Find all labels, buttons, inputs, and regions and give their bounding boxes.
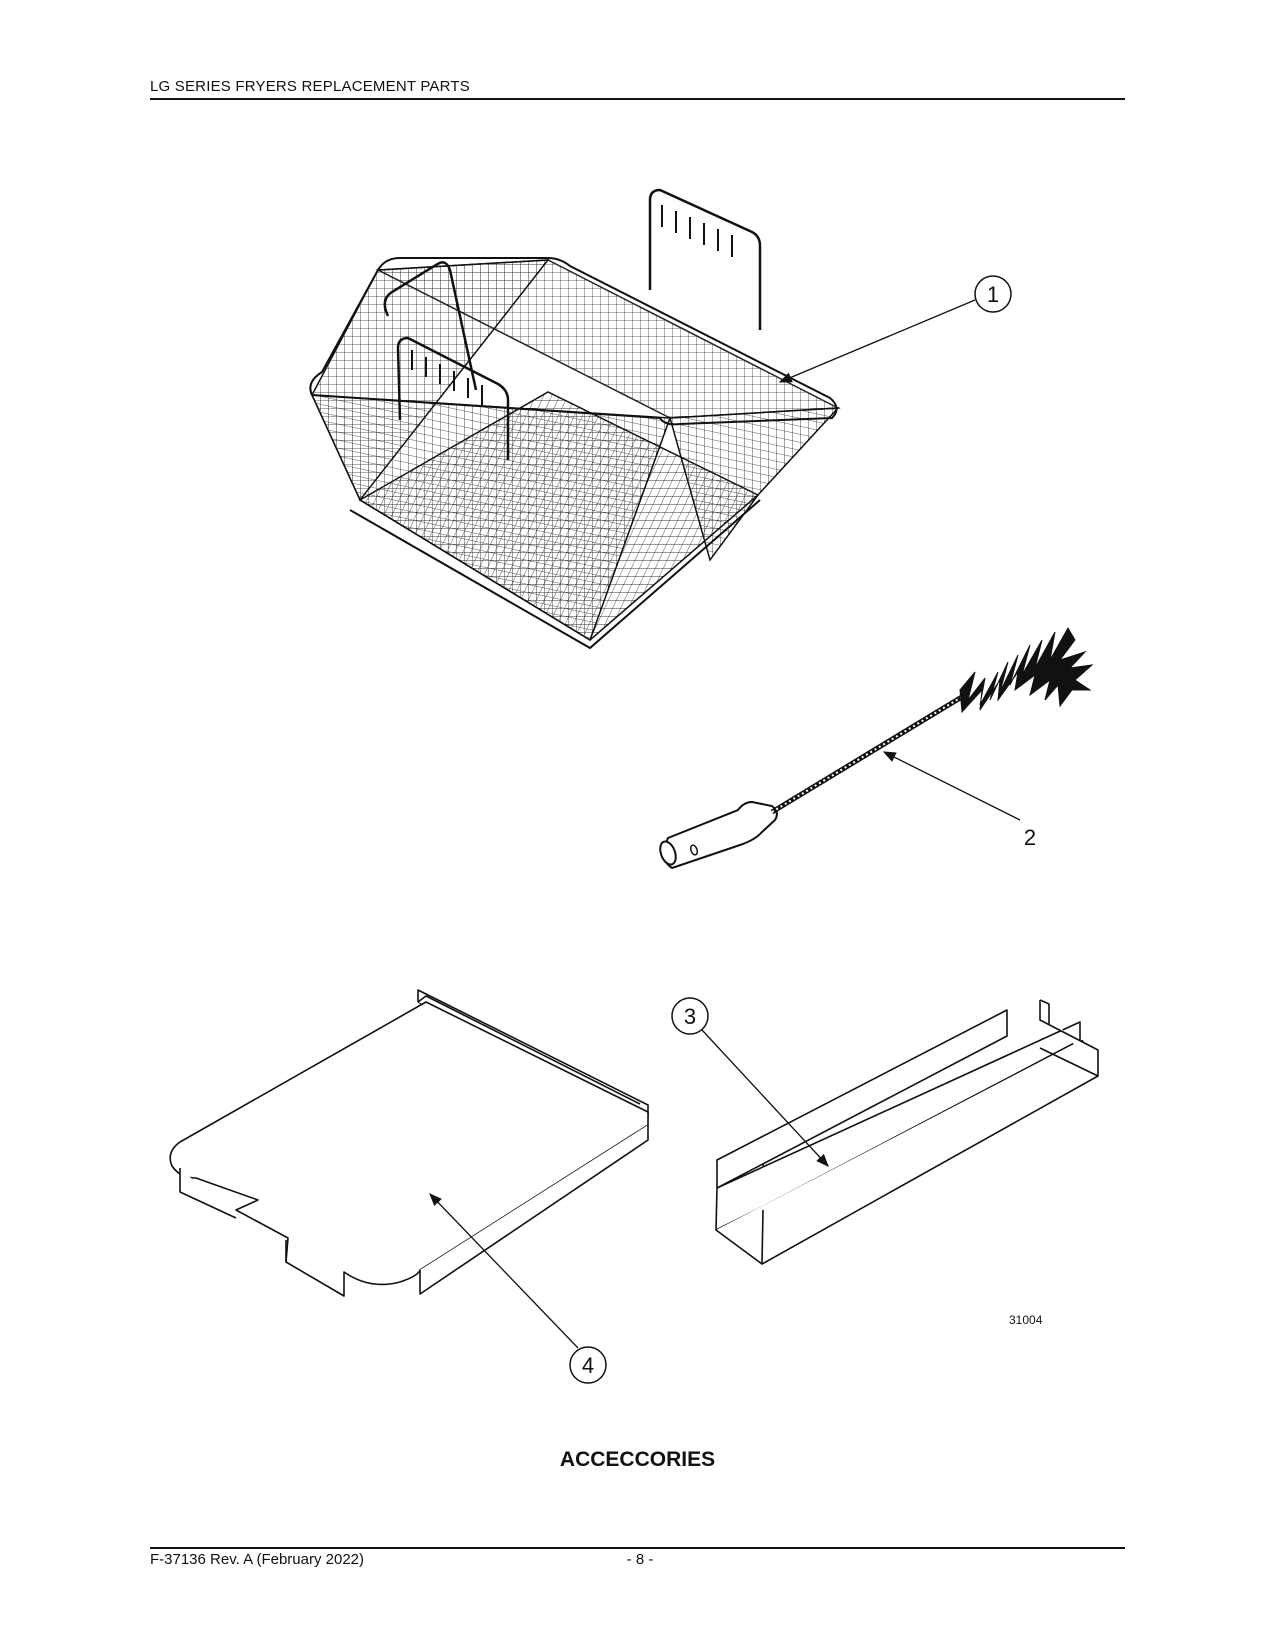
crumb-tray-icon: [715, 999, 1099, 1265]
fry-basket-icon: [309, 188, 841, 650]
callout-3: 3: [671, 997, 829, 1167]
footer-divider: [150, 1547, 1125, 1549]
callout-1: 1: [778, 275, 1012, 383]
callout-label: 2: [1024, 825, 1036, 850]
page-header-title: LG SERIES FRYERS REPLACEMENT PARTS: [150, 78, 470, 95]
callout-label: 3: [684, 1004, 696, 1029]
footer-document-number: F-37136 Rev. A (February 2022): [150, 1551, 364, 1568]
callout-4: 4: [429, 1193, 607, 1384]
footer-page-number: - 8 -: [626, 1551, 654, 1568]
drawing-number: 31004: [1009, 1313, 1043, 1327]
callout-label: 1: [987, 282, 999, 307]
cleaning-brush-icon: [659, 626, 1094, 870]
section-title: ACCECCORIES: [559, 1448, 716, 1471]
header-divider: [150, 98, 1125, 100]
basket-support-rack-icon: [169, 989, 649, 1297]
callout-label: 4: [582, 1353, 594, 1378]
callout-2: 2: [882, 751, 1036, 850]
